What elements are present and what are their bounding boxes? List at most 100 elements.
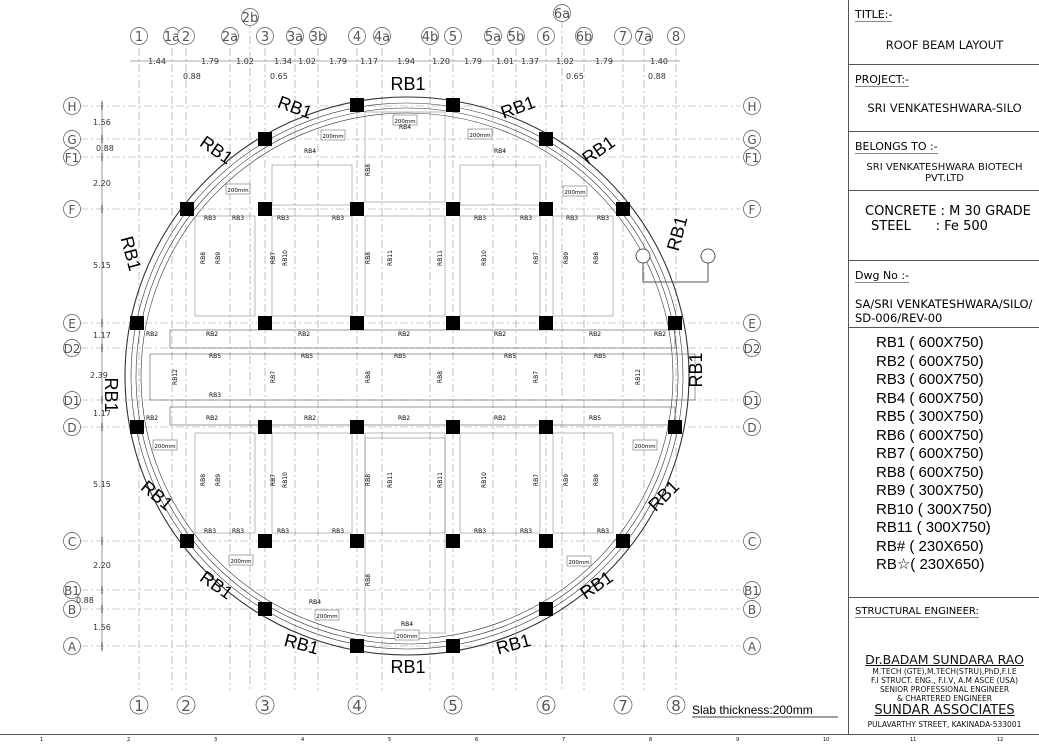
owner-line1: SRI VENKATESHWARA BIOTECH bbox=[866, 162, 1023, 173]
grid-label-y: D bbox=[747, 421, 756, 435]
column bbox=[539, 132, 553, 146]
column bbox=[668, 420, 682, 434]
grid-bubble bbox=[63, 637, 81, 655]
column bbox=[446, 202, 460, 216]
beam-label-vertical: RB10 bbox=[481, 250, 488, 266]
grid-bubble bbox=[553, 4, 571, 22]
slab-thickness-tag-text: 200mm bbox=[227, 188, 248, 194]
grid-label-y: G bbox=[747, 133, 756, 147]
grid-label-bottom: 5 bbox=[448, 697, 458, 715]
slab-panel bbox=[271, 164, 353, 206]
slab-panel bbox=[271, 432, 353, 534]
beam-label-vertical: RB9 bbox=[215, 474, 222, 486]
grid-bubble bbox=[241, 8, 259, 26]
grid-label-y: F1 bbox=[745, 151, 760, 165]
section-mark-icon bbox=[700, 248, 716, 264]
grid-bubble bbox=[484, 27, 502, 45]
sheet-column-number: 11 bbox=[910, 737, 917, 743]
grid-bubble bbox=[743, 391, 761, 409]
beam-label: RB3 bbox=[209, 392, 221, 399]
sheet-column-number: 2 bbox=[127, 737, 131, 743]
grid-label-x: 4b bbox=[422, 30, 439, 45]
dimension-label-x: 1.94 bbox=[397, 57, 415, 66]
grid-bubble bbox=[743, 130, 761, 148]
grid-bubble bbox=[256, 27, 274, 45]
beam-label: RB3 bbox=[277, 215, 289, 222]
grid-bubble bbox=[63, 97, 81, 115]
grid-bubble bbox=[373, 27, 391, 45]
slab-thickness-tag-text: 200mm bbox=[469, 133, 490, 139]
slab-panel bbox=[552, 215, 614, 317]
beam-label: RB2 bbox=[146, 331, 158, 338]
beam-label-vertical: RB9 bbox=[563, 252, 570, 264]
grid-label-y: B bbox=[748, 603, 756, 617]
grid-bubble bbox=[63, 200, 81, 218]
ring-beam-label: RB1 bbox=[576, 567, 616, 603]
engineer-section: STRUCTURAL ENGINEER: Dr.BADAM SUNDARA RA… bbox=[849, 598, 1039, 746]
dimension-label-y: 5.15 bbox=[93, 261, 111, 270]
beam-label: RB3 bbox=[204, 528, 216, 535]
sheet-column-number: 5 bbox=[388, 737, 392, 743]
dimension-label-x-small: 0.88 bbox=[183, 72, 201, 81]
column bbox=[350, 98, 364, 112]
beam-schedule-item: RB10 ( 300X750) bbox=[876, 500, 992, 518]
beam-label-vertical: RB12 bbox=[635, 369, 642, 385]
dimension-label-x-small: 0.88 bbox=[648, 72, 666, 81]
grid-label-y: D2 bbox=[744, 342, 761, 356]
dimension-label-y: 0.88 bbox=[96, 144, 114, 153]
grid-bubble bbox=[129, 695, 149, 715]
grid-label-x: 1 bbox=[135, 30, 143, 45]
grid-bubble bbox=[286, 27, 304, 45]
slab-thickness-tag-text: 200mm bbox=[634, 444, 655, 450]
grid-label-y: B1 bbox=[744, 584, 760, 598]
slab-thickness-tag bbox=[392, 114, 418, 126]
sheet-column-number: 1 bbox=[40, 737, 44, 743]
slab-thickness-tag-text: 200mm bbox=[316, 614, 337, 620]
beam-label-vertical: RB8 bbox=[593, 252, 600, 264]
beam-label-vertical: RB9 bbox=[563, 474, 570, 486]
beam-label: RB2 bbox=[398, 331, 410, 338]
slab-thickness-tag bbox=[632, 439, 658, 451]
beam-label: RB5 bbox=[589, 415, 601, 422]
grid-label-y: H bbox=[747, 100, 756, 114]
column bbox=[446, 420, 460, 434]
grid-bubble bbox=[63, 600, 81, 618]
dwg-section: Dwg No :- SA/SRI VENKATESHWARA/SILO/ SD-… bbox=[849, 261, 1039, 328]
beam-label: RB3 bbox=[332, 528, 344, 535]
dimension-label-x: 1.02 bbox=[556, 57, 574, 66]
grid-label-bottom: 3 bbox=[260, 697, 270, 715]
slab-thickness-tag-text: 200mm bbox=[564, 190, 585, 196]
grid-label-y: H bbox=[67, 100, 76, 114]
beam-label: RB3 bbox=[474, 215, 486, 222]
beam-label: RB2 bbox=[494, 331, 506, 338]
beam-label: RB3 bbox=[204, 215, 216, 222]
grid-bubble bbox=[443, 695, 463, 715]
slab-thickness-tag bbox=[314, 609, 340, 621]
slab-thickness-tag bbox=[228, 554, 254, 566]
dimension-label-y: 1.17 bbox=[93, 409, 111, 418]
slab-panel bbox=[364, 215, 446, 317]
slab-thickness-tag bbox=[394, 629, 420, 641]
dimension-label-y: 1.56 bbox=[93, 118, 111, 127]
grid-label-x: 6b bbox=[576, 30, 593, 45]
column bbox=[258, 202, 272, 216]
grid-label-y: D1 bbox=[64, 394, 81, 408]
column bbox=[446, 98, 460, 112]
dimension-label-x: 1.02 bbox=[298, 57, 316, 66]
grid-label-x: 2 bbox=[182, 30, 190, 45]
beam-strip bbox=[169, 406, 676, 426]
beam-label: RB3 bbox=[520, 528, 532, 535]
column bbox=[616, 534, 630, 548]
grid-bubble bbox=[421, 27, 439, 45]
column bbox=[180, 534, 194, 548]
ring-beam-label: RB1 bbox=[663, 214, 691, 253]
slab-thickness-tag bbox=[320, 129, 346, 141]
grid-bubble bbox=[743, 148, 761, 166]
grid-bubble bbox=[444, 27, 462, 45]
slab-thickness-tag-text: 200mm bbox=[322, 134, 343, 140]
beam-label-vertical: RB12 bbox=[172, 369, 179, 385]
slab-thickness-tag-text: 200mm bbox=[394, 119, 415, 125]
column bbox=[258, 420, 272, 434]
project-name: SRI VENKATESHWARA-SILO bbox=[867, 101, 1022, 115]
